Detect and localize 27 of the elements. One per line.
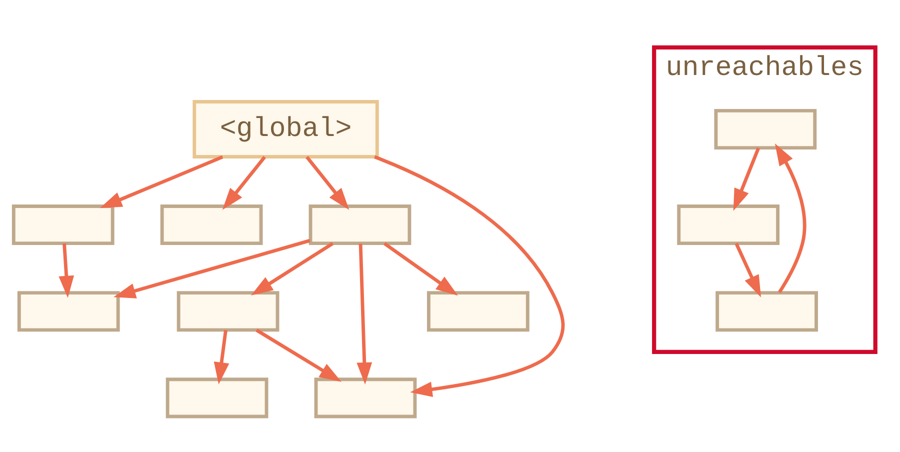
arrow bbox=[306, 155, 350, 210]
node-box bbox=[426, 290, 530, 332]
arrow bbox=[100, 154, 224, 208]
arrow bbox=[256, 328, 342, 382]
arrow bbox=[733, 146, 760, 210]
node-box: <global> bbox=[192, 100, 379, 158]
node-box bbox=[314, 377, 417, 418]
arrow bbox=[374, 154, 565, 397]
arrow bbox=[356, 243, 372, 384]
node-box bbox=[714, 108, 817, 150]
arrow bbox=[58, 242, 74, 298]
arrow bbox=[734, 242, 761, 297]
cluster: unreachables bbox=[652, 44, 878, 354]
node-box bbox=[160, 204, 263, 245]
arrow bbox=[383, 242, 458, 296]
node-box bbox=[716, 290, 818, 332]
node-box bbox=[308, 204, 412, 245]
arrow bbox=[214, 329, 230, 384]
node-box bbox=[677, 204, 780, 245]
node-box bbox=[12, 204, 114, 245]
node-box bbox=[166, 377, 268, 418]
node-box bbox=[176, 290, 280, 332]
arrow bbox=[114, 238, 310, 298]
arrow bbox=[250, 242, 334, 295]
arrow bbox=[774, 143, 806, 293]
arrow bbox=[222, 155, 266, 210]
node-box bbox=[17, 290, 120, 332]
